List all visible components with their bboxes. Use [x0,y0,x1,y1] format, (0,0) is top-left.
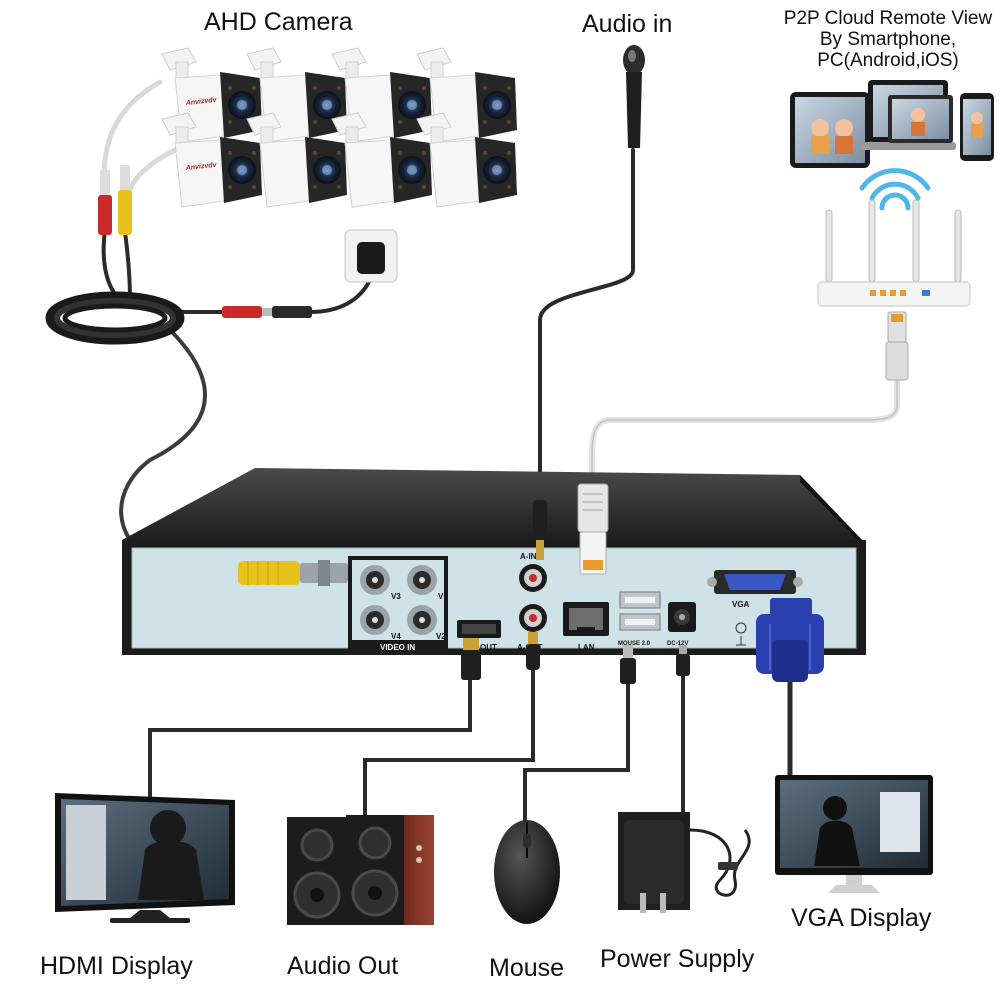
cables [101,79,900,827]
lan-plug [577,483,609,575]
label-v2: V2 [436,632,446,641]
router [817,199,971,381]
label-audio-in: A-IN [520,552,537,561]
usb-plug [620,645,636,684]
label-v4: V4 [391,632,401,641]
dc-plug [676,645,690,676]
audio-out-plug [526,632,540,670]
label-power-supply: Power Supply [600,945,755,973]
camera-unit [246,112,347,208]
camera-unit [416,112,517,208]
bnc-v2 [407,605,437,635]
bnc-v3 [360,565,390,595]
label-video-in: VIDEO IN [380,643,415,652]
mouse-device [494,820,560,924]
power-adapter [618,812,751,913]
rca-audio-out [519,604,547,632]
hdmi-monitor [55,793,235,923]
label-vga-display: VGA Display [791,904,932,932]
cable-coil [45,291,185,345]
label-vga: VGA [732,600,750,609]
remote-devices [790,80,994,168]
vga-monitor [775,775,933,893]
label-mouse: Mouse [489,954,565,982]
bnc-v1 [407,565,437,595]
label-dc: DC-12V [667,641,688,647]
rca-audio-in [519,564,547,592]
label-hdmi-display: HDMI Display [40,952,193,980]
label-usb: MOUSE 2.0 [618,641,651,647]
label-v3: V3 [391,592,401,601]
audio-in-plug [533,500,547,560]
microphone [623,45,645,148]
label-ahd-camera: AHD Camera [204,8,353,36]
label-audio-in: Audio in [582,10,673,38]
wifi-icon [859,168,931,211]
camera-brand-logo: Anvizvdv [184,97,217,107]
dc-connector [222,306,312,318]
label-p2p-cloud: P2P Cloud Remote View By Smartphone, PC(… [783,8,993,71]
vga-plug [756,598,824,682]
label-audio-out: Audio Out [287,952,399,980]
label-hdmi-out: OUT [480,643,497,652]
bnc-v4 [360,605,390,635]
hdmi-plug [461,638,481,680]
speakers [287,815,434,925]
dvr-recorder: V3 V1 V4 V2 VIDEO IN OUT A-IN A-OUT LAN … [122,468,866,655]
label-v1: V1 [438,592,448,601]
camera-brand-logo: Anvizvdv [184,162,217,172]
label-lan: LAN [578,643,595,652]
camera-power-adapter [344,229,398,283]
camera-unit [161,112,262,208]
camera-unit [331,112,432,208]
bnc-plug [238,560,348,586]
camera-plugs [98,165,132,235]
